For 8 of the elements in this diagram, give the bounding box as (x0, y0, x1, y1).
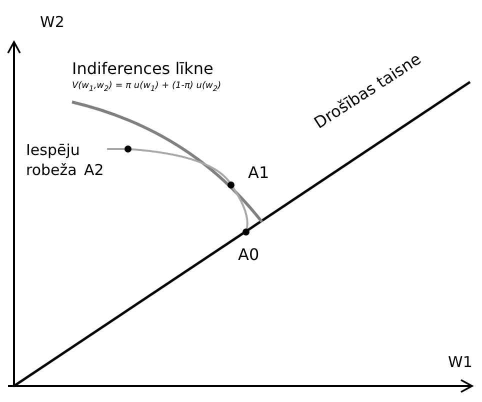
axis-label: W2 (40, 12, 64, 32)
point-label: A1 (248, 162, 270, 184)
point-label: A0 (238, 244, 260, 266)
curve-label: Iespēju robeža (26, 140, 81, 180)
point-label: A2 (84, 160, 104, 180)
formula-text: V(w$_{1}$,w$_{2}$) = π u(w$_{1}$) + (1-π) u(w$_{2}$) (72, 80, 222, 95)
curve-label: Indiferences līkne (72, 58, 214, 80)
axis-label: W1 (448, 352, 472, 372)
